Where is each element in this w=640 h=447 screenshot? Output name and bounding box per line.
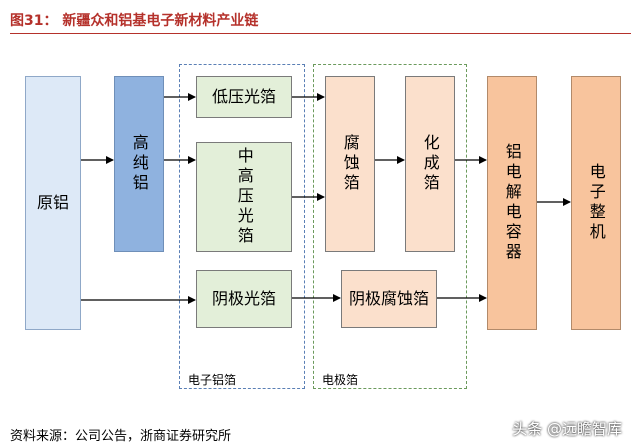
node-aluminum-electrolytic-capacitor: 铝电解电容器 — [487, 76, 537, 330]
node-raw-aluminum: 原铝 — [25, 76, 81, 330]
node-high-purity-aluminum-label: 高纯铝 — [129, 134, 149, 194]
group-electronic-aluminum-foil — [179, 64, 305, 389]
node-electronic-device-label: 电子整机 — [586, 163, 606, 243]
node-cathode-foil: 阴极光箔 — [196, 270, 292, 328]
group-electrode-foil — [313, 64, 467, 389]
node-low-voltage-foil-label: 低压光箔 — [211, 87, 276, 107]
node-mid-high-voltage-foil-label: 中高压光箔 — [234, 147, 254, 247]
node-etched-foil: 腐蚀箔 — [325, 76, 375, 252]
node-cathode-etched-foil: 阴极腐蚀箔 — [341, 270, 437, 328]
node-cathode-foil-label: 阴极光箔 — [211, 289, 276, 309]
node-etched-foil-label: 腐蚀箔 — [340, 134, 360, 194]
node-electronic-device: 电子整机 — [571, 76, 621, 330]
node-low-voltage-foil: 低压光箔 — [196, 76, 292, 118]
watermark: 头条 @远瞻智库 — [512, 420, 622, 438]
node-raw-aluminum-label: 原铝 — [36, 193, 69, 213]
group-label-electronic-aluminum-foil: 电子铝箔 — [188, 373, 237, 387]
node-high-purity-aluminum: 高纯铝 — [114, 76, 164, 252]
node-cathode-etched-foil-label: 阴极腐蚀箔 — [348, 289, 429, 309]
node-mid-high-voltage-foil: 中高压光箔 — [196, 142, 292, 252]
node-formed-foil-label: 化成箔 — [420, 134, 440, 194]
figure-title: 图31： 新疆众和铝基电子新材料产业链 — [10, 13, 259, 29]
node-aluminum-electrolytic-capacitor-label: 铝电解电容器 — [502, 143, 522, 263]
group-label-electrode-foil: 电极箔 — [322, 373, 359, 387]
title-divider — [10, 33, 631, 34]
source-note: 资料来源：公司公告，浙商证券研究所 — [10, 429, 232, 444]
node-formed-foil: 化成箔 — [405, 76, 455, 252]
